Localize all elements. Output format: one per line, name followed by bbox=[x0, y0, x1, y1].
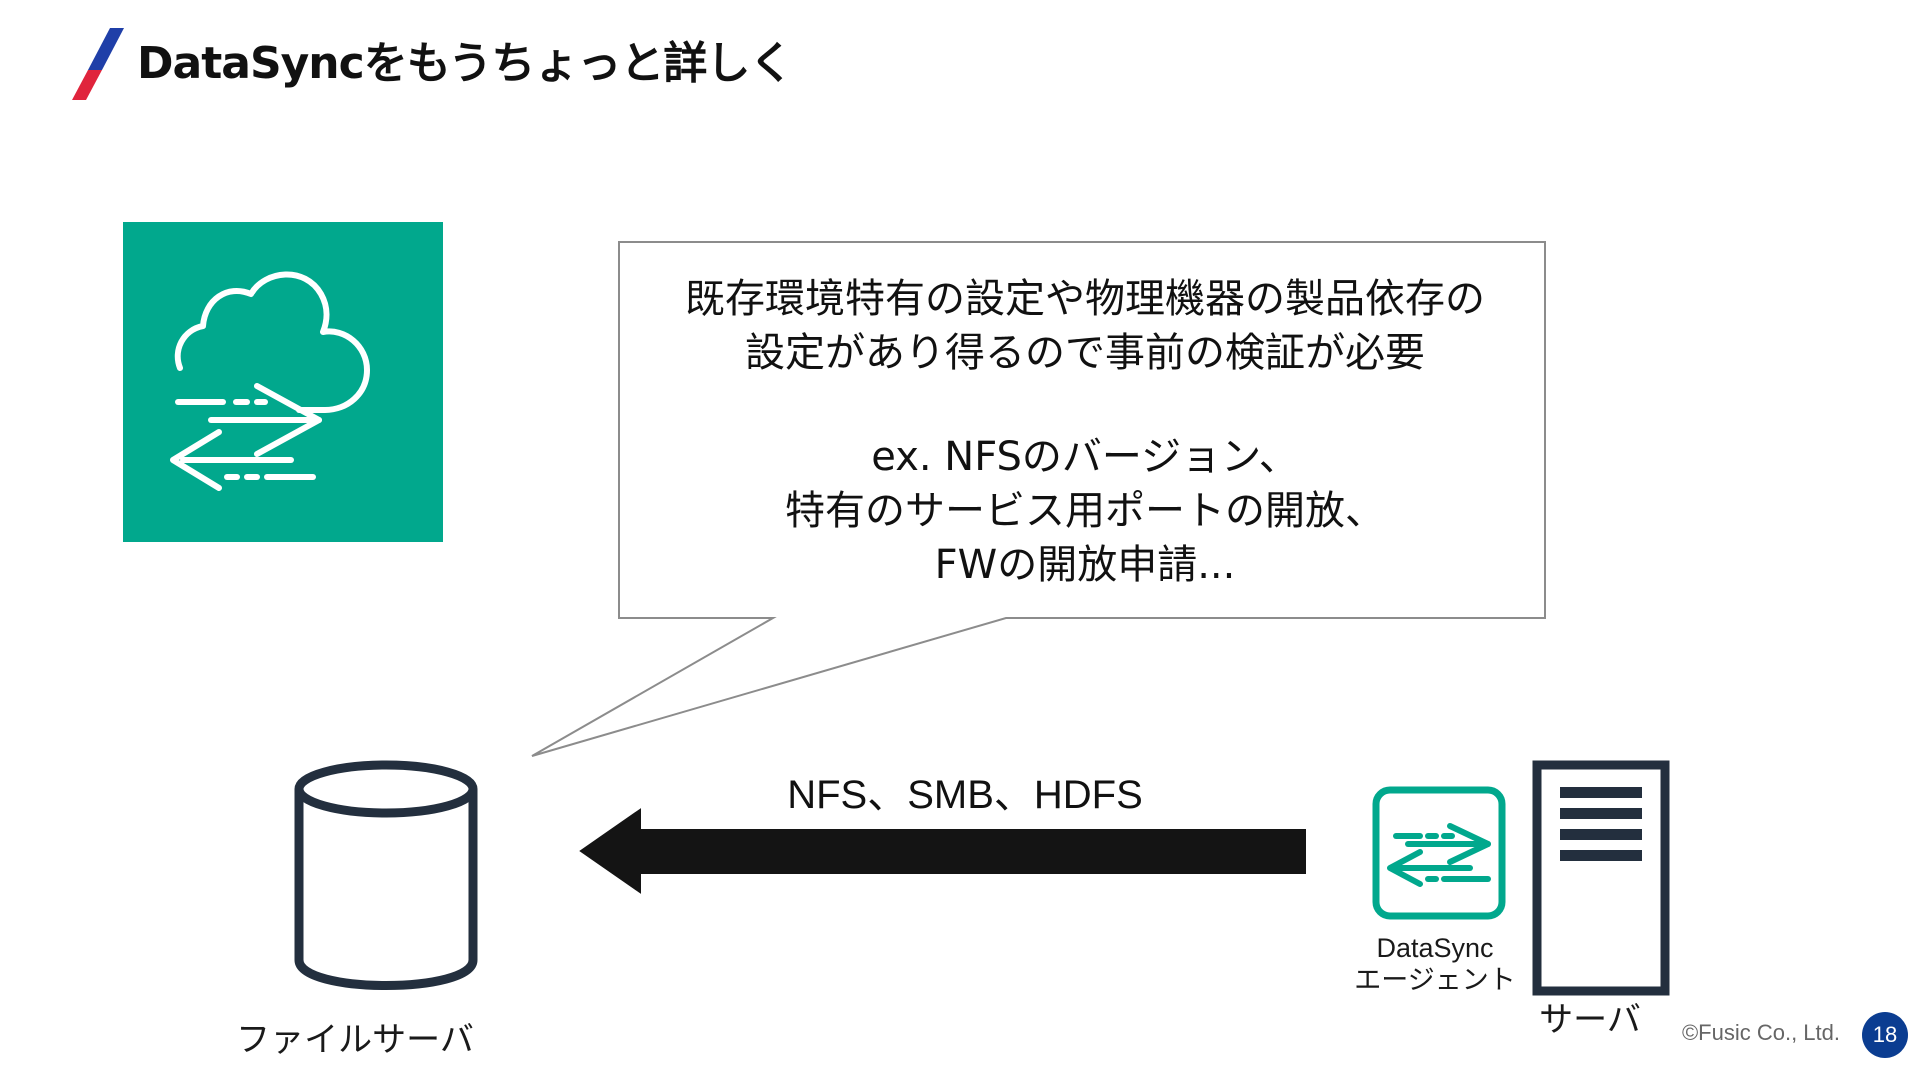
callout-line: 設定があり得るので事前の検証が必要 bbox=[745, 330, 1425, 376]
callout-line: 既存環境特有の設定や物理機器の製品依存の bbox=[685, 276, 1485, 322]
page-title: DataSyncをもうちょっと詳しく bbox=[137, 38, 793, 89]
callout-line: FWの開放申請... bbox=[934, 542, 1236, 588]
agent-label-line: エージェント bbox=[1354, 965, 1516, 995]
protocol-label: NFS、SMB、HDFS bbox=[787, 773, 1143, 817]
database-cylinder-icon bbox=[294, 760, 478, 990]
server-label: サーバ bbox=[1539, 1000, 1641, 1040]
callout-spacer bbox=[625, 380, 1545, 430]
agent-label-line: DataSync bbox=[1376, 933, 1494, 963]
callout-line: 特有のサービス用ポートの開放、 bbox=[785, 488, 1385, 534]
callout-text: 既存環境特有の設定や物理機器の製品依存の 設定があり得るので事前の検証が必要 e… bbox=[625, 272, 1545, 592]
file-server-label: ファイルサーバ bbox=[236, 1020, 474, 1060]
server-rack-icon bbox=[1532, 760, 1670, 996]
page-number-badge: 18 bbox=[1862, 1012, 1908, 1058]
datasync-agent-icon bbox=[1372, 786, 1506, 920]
copyright-text: ©Fusic Co., Ltd. bbox=[1681, 1020, 1840, 1045]
callout-bubble bbox=[531, 241, 1546, 757]
diagonal-slash-icon bbox=[72, 28, 124, 100]
agent-label: DataSync エージェント bbox=[1330, 932, 1540, 996]
callout-line: ex. NFSのバージョン、 bbox=[871, 434, 1299, 480]
datasync-cloud-transfer-icon bbox=[123, 222, 443, 542]
left-arrow-icon bbox=[579, 808, 1306, 894]
